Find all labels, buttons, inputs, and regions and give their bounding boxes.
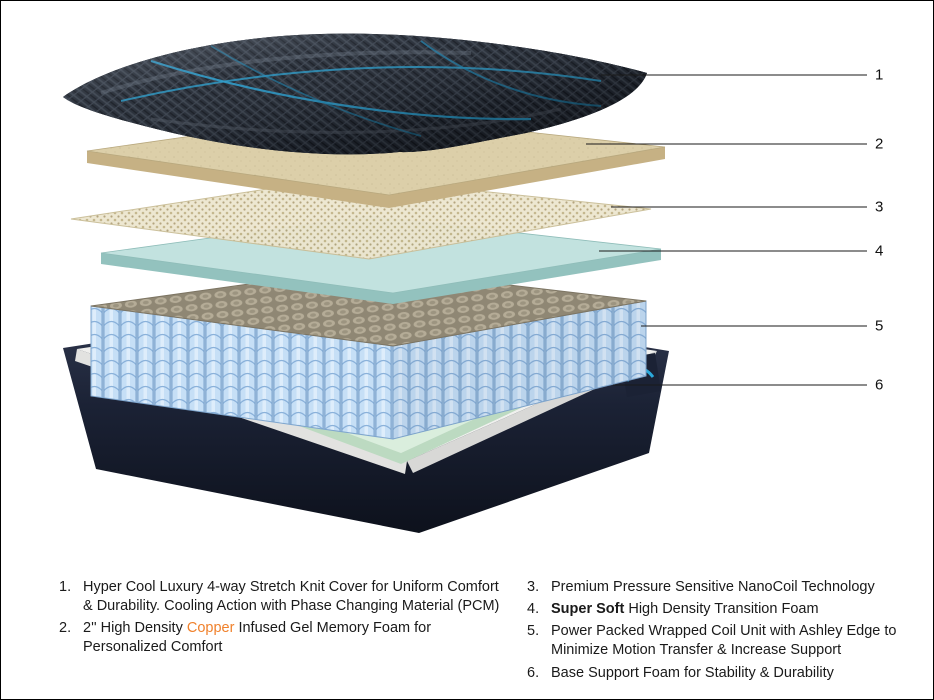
legend-number: 5. xyxy=(527,623,540,640)
callout-number-1: 1 xyxy=(875,67,883,84)
legend-item-1: 1. Hyper Cool Luxury 4-way Stretch Knit … xyxy=(59,578,511,616)
callout-number-6: 6 xyxy=(875,377,883,394)
legend-text: Premium Pressure Sensitive NanoCoil Tech… xyxy=(551,579,875,595)
legend-text: Base Support Foam for Stability & Durabi… xyxy=(551,664,834,681)
legend-column-left: 1. Hyper Cool Luxury 4-way Stretch Knit … xyxy=(59,578,511,683)
legend-number: 1. xyxy=(59,579,72,595)
legend-text: Super Soft High Density Transition Foam xyxy=(551,601,819,618)
layer-knit-cover xyxy=(63,33,647,155)
legend-item-3: 3. Premium Pressure Sensitive NanoCoil T… xyxy=(527,578,907,597)
layer-wrapped-coils xyxy=(90,267,647,440)
coil-face-right-shade xyxy=(393,301,646,439)
legend-number: 3. xyxy=(527,579,540,595)
callout-number-4: 4 xyxy=(875,243,883,260)
callouts xyxy=(586,74,867,386)
legend-number: 2. xyxy=(59,620,72,637)
legend: 1. Hyper Cool Luxury 4-way Stretch Knit … xyxy=(1,578,933,683)
callout-number-3: 3 xyxy=(875,199,883,216)
callout-number-2: 2 xyxy=(875,136,883,153)
legend-column-right: 3. Premium Pressure Sensitive NanoCoil T… xyxy=(527,578,907,683)
callout-number-5: 5 xyxy=(875,318,883,335)
callout-numbers: 1 2 3 4 5 6 xyxy=(875,67,883,394)
memory-foam-side xyxy=(87,147,665,208)
cover-sheen xyxy=(63,33,647,155)
legend-text: 2'' High Density Copper Infused Gel Memo… xyxy=(83,620,432,656)
legend-number: 4. xyxy=(527,601,540,618)
legend-text: Power Packed Wrapped Coil Unit with Ashl… xyxy=(551,623,897,659)
base-green-sheet-edge xyxy=(136,355,613,464)
legend-text: Hyper Cool Luxury 4-way Stretch Knit Cov… xyxy=(83,579,500,615)
legend-item-5: 5. Power Packed Wrapped Coil Unit with A… xyxy=(527,622,907,660)
exploded-mattress-diagram: 1 2 3 4 5 6 xyxy=(63,33,883,533)
nanocoil-sheet xyxy=(70,176,652,260)
transition-foam-side xyxy=(101,249,661,304)
copper-highlight: Copper xyxy=(186,620,235,637)
legend-item-2: 2. 2'' High Density Copper Infused Gel M… xyxy=(59,619,511,657)
legend-item-6: 6. Base Support Foam for Stability & Dur… xyxy=(527,664,907,683)
legend-number: 6. xyxy=(527,664,540,681)
legend-item-4: 4. Super Soft High Density Transition Fo… xyxy=(527,600,907,619)
layer-nanocoil-mesh xyxy=(70,176,652,260)
bold-highlight: Super Soft xyxy=(551,601,625,618)
